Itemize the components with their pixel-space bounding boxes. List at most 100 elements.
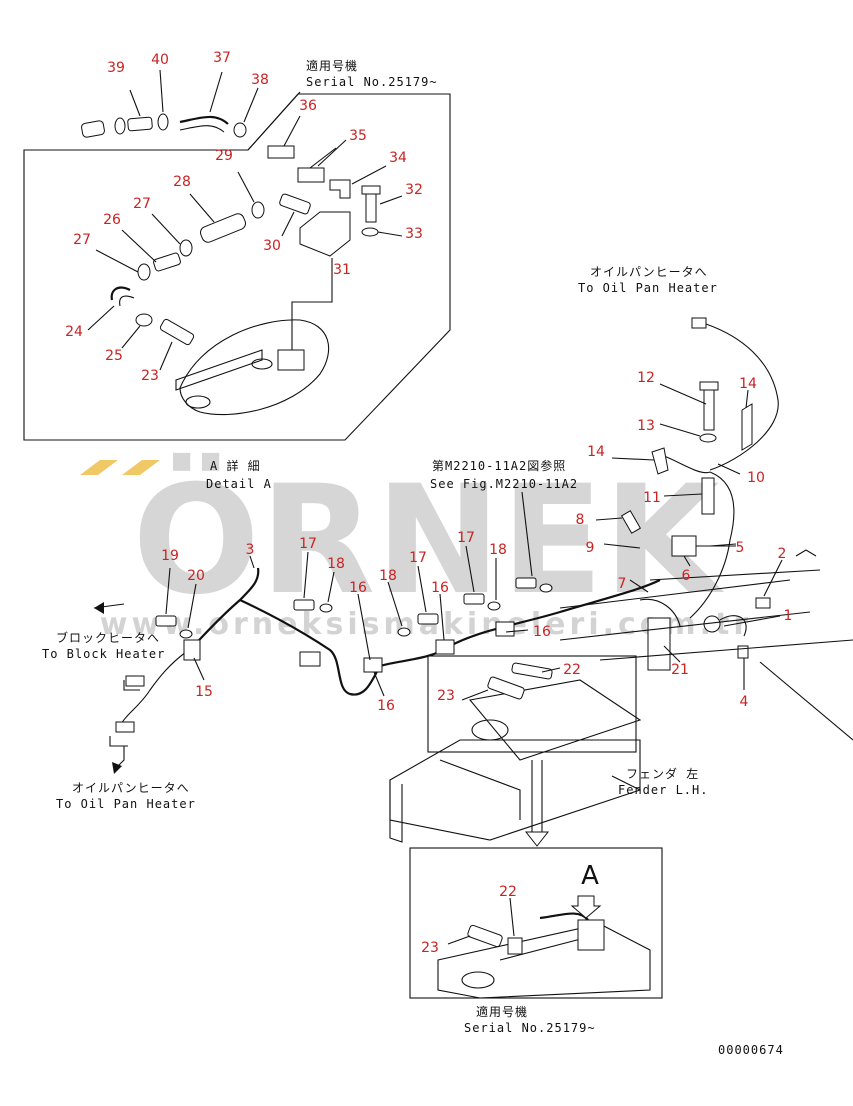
fitting bbox=[159, 318, 195, 346]
part-number: 1 bbox=[784, 608, 793, 624]
clamp bbox=[495, 621, 515, 637]
fitting bbox=[507, 937, 523, 955]
fitting bbox=[467, 924, 503, 948]
bolt bbox=[155, 615, 177, 627]
bolt bbox=[737, 645, 749, 659]
detail-frame-outline bbox=[23, 93, 451, 441]
part-number: 18 bbox=[327, 556, 345, 572]
clamp bbox=[251, 201, 265, 219]
serial-detail-frame bbox=[23, 91, 451, 441]
frame-parts bbox=[87, 115, 403, 416]
part-number: 16 bbox=[349, 580, 367, 596]
harness-top-right bbox=[559, 317, 853, 741]
clamp bbox=[157, 113, 169, 131]
valve-body bbox=[267, 145, 295, 159]
oil-pan-label-en-bottom: To Oil Pan Heater bbox=[56, 797, 196, 811]
terminal-block bbox=[671, 535, 697, 557]
spacer bbox=[701, 477, 715, 515]
fender-label-jp: フェンダ 左 bbox=[626, 766, 699, 781]
bolt bbox=[620, 510, 642, 534]
elbow-hose bbox=[179, 115, 229, 125]
bracket bbox=[577, 919, 605, 951]
bracket bbox=[299, 211, 351, 257]
part-number: 40 bbox=[151, 52, 169, 68]
detail-label-en: Detail A bbox=[206, 477, 272, 491]
clamp bbox=[233, 122, 247, 138]
view-marker-label: A bbox=[581, 861, 599, 891]
bolt bbox=[463, 593, 485, 605]
part-number: 24 bbox=[65, 324, 83, 340]
part-number: 16 bbox=[377, 698, 395, 714]
part-number: 9 bbox=[586, 540, 595, 556]
drawing-code: 00000674 bbox=[718, 1043, 784, 1057]
clamp bbox=[114, 117, 126, 135]
fig-ref-jp: 第M2210-11A2図参照 bbox=[432, 458, 566, 473]
washer bbox=[361, 227, 379, 237]
detail-label-jp: A 詳 細 bbox=[210, 458, 261, 473]
harness-main bbox=[93, 491, 661, 774]
part-number: 20 bbox=[187, 568, 205, 584]
clamp bbox=[435, 639, 455, 655]
bolt bbox=[515, 577, 537, 589]
bolt bbox=[365, 189, 377, 223]
part-number: 28 bbox=[173, 174, 191, 190]
part-number: 35 bbox=[349, 128, 367, 144]
frame-leader bbox=[247, 91, 301, 151]
bolt bbox=[417, 613, 439, 625]
clamp bbox=[299, 651, 321, 667]
elbow-hose bbox=[110, 286, 131, 301]
oil-pan-label-jp-top: オイルパンヒータへ bbox=[590, 265, 708, 279]
fender-body bbox=[389, 739, 641, 841]
part-number: 16 bbox=[431, 580, 449, 596]
clamp bbox=[179, 239, 193, 257]
part-number: 31 bbox=[333, 262, 351, 278]
watermark-accent-left bbox=[80, 460, 118, 475]
connector bbox=[115, 721, 135, 733]
part-number: 27 bbox=[73, 232, 91, 248]
hose bbox=[199, 213, 247, 243]
part-number: 27 bbox=[133, 196, 151, 212]
bottom-detail-frame bbox=[409, 847, 663, 999]
part-number: 22 bbox=[499, 884, 517, 900]
clamp bbox=[363, 657, 383, 673]
part-number: 7 bbox=[618, 576, 627, 592]
washer bbox=[397, 627, 411, 637]
part-number: 25 bbox=[105, 348, 123, 364]
serial-number-top: Serial No.25179~ bbox=[306, 75, 438, 89]
part-number: 37 bbox=[213, 50, 231, 66]
part-number: 15 bbox=[195, 684, 213, 700]
annotation-labels: 適用号機 Serial No.25179~ オイルパンヒータへ To Oil P… bbox=[42, 58, 784, 1057]
washer bbox=[487, 601, 501, 611]
mount-block bbox=[277, 349, 305, 371]
clamp bbox=[137, 263, 151, 281]
part-number: 13 bbox=[637, 418, 655, 434]
bracket bbox=[647, 617, 671, 671]
nipple bbox=[153, 252, 181, 272]
harness-wire bbox=[705, 323, 779, 471]
washer bbox=[319, 603, 333, 613]
part-number: 11 bbox=[643, 490, 661, 506]
fig-ref-en: See Fig.M2210-11A2 bbox=[430, 477, 578, 491]
washer bbox=[699, 433, 717, 443]
elbow bbox=[329, 179, 351, 199]
block-heater-en: To Block Heater bbox=[42, 647, 165, 661]
view-arrow bbox=[524, 831, 550, 847]
part-number: 12 bbox=[637, 370, 655, 386]
fender-assembly bbox=[389, 655, 642, 847]
part-number: 2 bbox=[778, 546, 787, 562]
mounting-plate bbox=[468, 679, 642, 761]
clip bbox=[741, 403, 753, 451]
part-number: 29 bbox=[215, 148, 233, 164]
washer bbox=[179, 629, 193, 639]
watermark: ÖRNEK www.orneksismakineleri.com.tr bbox=[80, 452, 748, 642]
fitting bbox=[279, 193, 311, 215]
part-number: 38 bbox=[251, 72, 269, 88]
watermark-accent-right bbox=[122, 460, 160, 475]
part-number: 26 bbox=[103, 212, 121, 228]
view-marker-arrow bbox=[570, 895, 602, 919]
washer bbox=[539, 583, 553, 593]
part-number: 33 bbox=[405, 226, 423, 242]
part-number: 21 bbox=[671, 662, 689, 678]
part-number: 8 bbox=[576, 512, 585, 528]
oil-pan-label-jp-bottom: オイルパンヒータへ bbox=[72, 781, 190, 795]
